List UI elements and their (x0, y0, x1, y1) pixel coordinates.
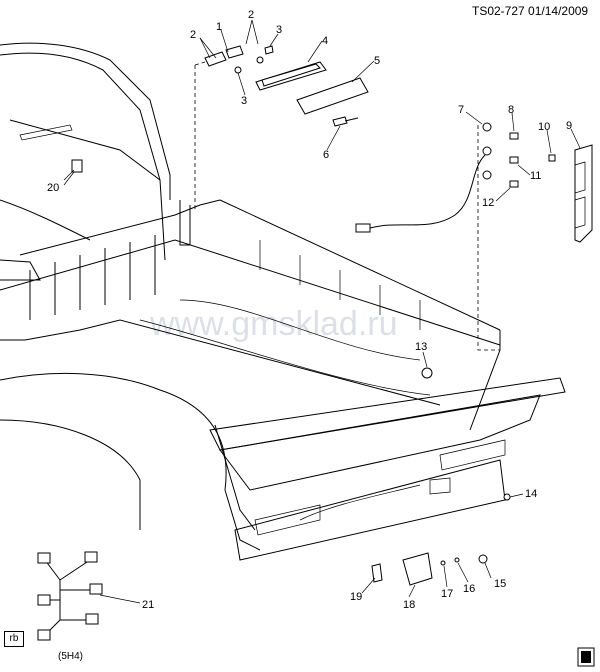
callout-16: 16 (463, 583, 475, 595)
callout-14: 14 (525, 488, 537, 500)
callout-7: 7 (458, 104, 464, 116)
callout-3a: 3 (276, 24, 282, 36)
lamp-assembly-parts (194, 45, 369, 210)
tail-lamp-parts (355, 122, 593, 351)
section-reference: (5H4) (58, 651, 84, 662)
callout-21: 21 (142, 599, 154, 611)
callout-6: 6 (323, 149, 329, 161)
part-21-harness (37, 551, 103, 641)
callout-5: 5 (374, 55, 380, 67)
callout-15: 15 (494, 578, 506, 590)
truck-cab (0, 42, 171, 281)
callout-1: 1 (216, 21, 222, 33)
callout-20: 20 (47, 182, 59, 194)
callout-2b: 2 (190, 29, 196, 41)
callout-12: 12 (482, 197, 494, 209)
license-lamp-parts (371, 493, 511, 586)
callout-19: 19 (350, 591, 362, 603)
callout-13: 13 (415, 341, 427, 353)
part-20 (63, 159, 83, 181)
callout-9: 9 (566, 120, 572, 132)
callout-18: 18 (403, 599, 415, 611)
footer-box-code: rb (4, 631, 24, 647)
callout-8: 8 (508, 104, 514, 116)
tailgate-bumper (209, 377, 566, 561)
leader-lines (63, 19, 581, 604)
callout-2a: 2 (248, 9, 254, 21)
callout-4: 4 (322, 35, 328, 47)
callout-labels: 1 2 2 3 3 4 5 6 7 8 9 10 11 12 13 14 15 … (47, 9, 572, 611)
callout-17: 17 (441, 588, 453, 600)
callout-3b: 3 (241, 95, 247, 107)
document-id: TS02-727 01/14/2009 (472, 4, 589, 18)
corner-stamp-icon (577, 647, 595, 667)
callout-10: 10 (538, 121, 550, 133)
watermark: www.gmsklad.ru (149, 305, 398, 343)
callout-11: 11 (530, 170, 541, 182)
part-13 (421, 367, 433, 379)
